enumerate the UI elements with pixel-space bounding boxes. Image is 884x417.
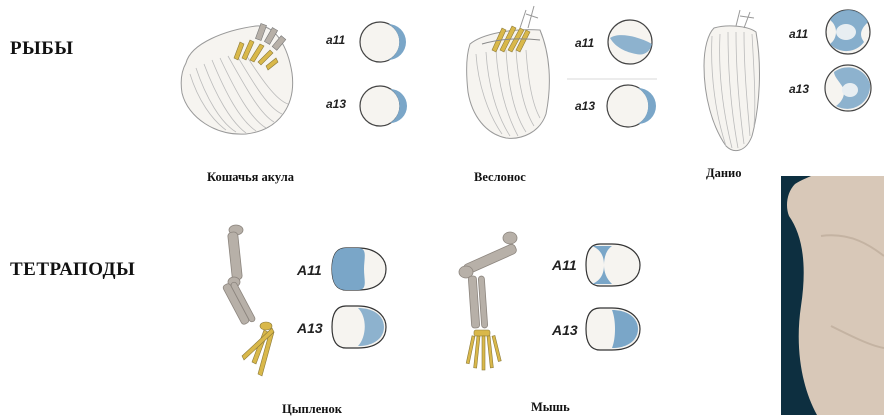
zebrafish-a13-expression xyxy=(822,62,876,114)
mouse-limb-skeleton xyxy=(452,228,532,378)
mouse-A11-label: A11 xyxy=(552,257,577,273)
embryo-photo xyxy=(781,176,884,415)
paddlefish-caption: Веслонос xyxy=(474,170,526,185)
chick-A13-expression xyxy=(328,302,392,352)
paddlefish-a11-label: a11 xyxy=(575,36,594,50)
catshark-a13-expression xyxy=(358,84,404,128)
tetrapods-heading: ТЕТРАПОДЫ xyxy=(10,259,135,281)
mouse-A13-expression xyxy=(582,304,646,354)
zebrafish-a11-label: a11 xyxy=(789,27,808,41)
zebrafish-a13-label: a13 xyxy=(789,82,809,96)
zebrafish-a11-expression xyxy=(822,8,876,56)
chick-limb-skeleton xyxy=(214,222,284,382)
mouse-A13-label: A13 xyxy=(552,322,578,338)
zebrafish-fin-illustration xyxy=(698,6,770,156)
paddlefish-a13-expression xyxy=(604,82,654,130)
paddlefish-panel-divider xyxy=(567,78,657,80)
catshark-a13-label: a13 xyxy=(326,97,346,111)
embryo-tissue xyxy=(781,176,884,415)
mouse-A11-expression xyxy=(582,240,646,290)
paddlefish-fin-illustration xyxy=(462,4,562,144)
mouse-caption: Мышь xyxy=(531,400,570,415)
chick-A13-label: A13 xyxy=(297,320,323,336)
chick-A11-expression xyxy=(328,244,392,294)
chick-A11-label: A11 xyxy=(297,262,322,278)
catshark-a11-label: a11 xyxy=(326,33,345,47)
zebrafish-caption: Данио xyxy=(706,166,742,181)
paddlefish-a13-label: a13 xyxy=(575,99,595,113)
paddlefish-a11-expression xyxy=(604,18,656,66)
catshark-a11-expression xyxy=(358,20,404,64)
catshark-fin-illustration xyxy=(176,18,306,138)
catshark-caption: Кошачья акула xyxy=(207,170,294,185)
fish-heading: РЫБЫ xyxy=(10,38,73,60)
